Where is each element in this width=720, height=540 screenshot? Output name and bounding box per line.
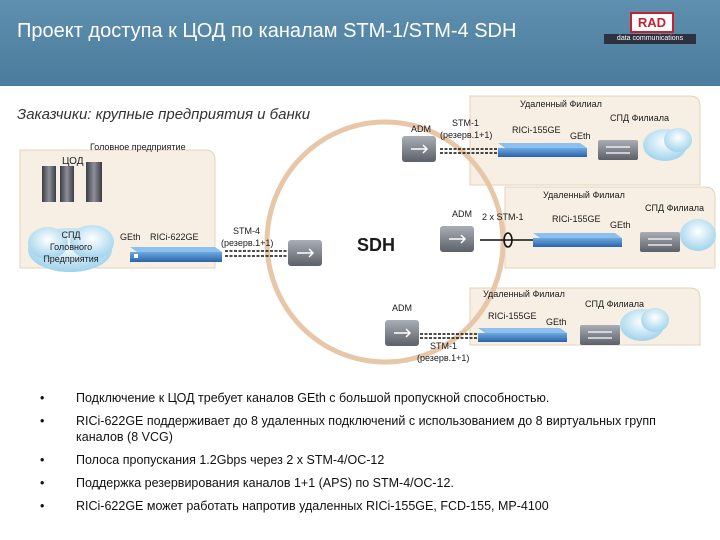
- branch1-device-label: RICi-155GE: [512, 125, 561, 135]
- list-item: • Полоса пропускания 1.2Gbps через 2 x S…: [40, 452, 690, 468]
- adm-icon-branch1: [402, 136, 436, 162]
- branch1-net: СПД Филиала: [610, 113, 669, 123]
- list-item: • Поддержка резервирования каналов 1+1 (…: [40, 475, 690, 491]
- rici-622ge-device: [130, 247, 222, 262]
- switch-icon-branch1: [598, 140, 638, 160]
- list-item: • RICi-622GE может работать напротив уда…: [40, 498, 690, 514]
- header-bar: Проект доступа к ЦОД по каналам STM-1/ST…: [0, 0, 720, 86]
- hq-device-label: RICi-622GE: [150, 232, 199, 242]
- branch2-link-label: 2 x STM-1: [482, 212, 524, 222]
- branch3-title: Удаленный Филиал: [483, 289, 565, 299]
- bullet-marker: •: [40, 453, 45, 467]
- list-item-text: Полоса пропускания 1.2Gbps через 2 x STM…: [76, 453, 385, 467]
- adm-icon-hq: [288, 240, 322, 266]
- branch1-link-label-1: STM-1: [452, 118, 479, 128]
- adm-icon-branch3: [385, 320, 419, 346]
- branch-cloud-icon-3: [620, 308, 669, 341]
- list-item-text: RICi-622GE поддерживает до 8 удаленных п…: [76, 414, 656, 444]
- branch-cloud-icon-2: [680, 219, 716, 251]
- list-item: • RICi-622GE поддерживает до 8 удаленных…: [40, 413, 690, 445]
- hq-cloud-label-1: СПД: [61, 230, 81, 240]
- branch3-geth-label: GEth: [546, 317, 567, 327]
- hq-cloud-icon: [28, 225, 114, 272]
- bullet-marker: •: [40, 414, 45, 428]
- hq-link-label-1: STM-4: [233, 226, 260, 236]
- adm-icon-branch2: [440, 226, 474, 252]
- branch3-link-label-1: STM-1: [430, 341, 457, 351]
- branch2-link-pair: [503, 232, 513, 248]
- server-icon: [42, 162, 102, 202]
- hq-cloud-label-2: Головного: [49, 242, 93, 252]
- sdh-label: SDH: [357, 235, 396, 255]
- branch3-device-label: RICi-155GE: [488, 311, 537, 321]
- branch2-title: Удаленный Филиал: [543, 190, 625, 200]
- network-diagram: [19, 95, 716, 365]
- branch-cloud-icon-1: [643, 128, 692, 161]
- bullet-marker: •: [40, 391, 45, 405]
- branch2-geth-label: GEth: [610, 220, 631, 230]
- rad-logo: RAD data communications: [604, 12, 696, 44]
- hq-geth-label: GEth: [120, 232, 141, 242]
- hq-link-label-2: (резерв.1+1): [221, 238, 274, 248]
- dc-label: ЦОД: [62, 156, 84, 167]
- branch3-link-label-2: (резерв.1+1): [417, 353, 470, 363]
- rici-155ge-device-1: [498, 143, 587, 157]
- branch3-net: СПД Филиала: [585, 299, 644, 309]
- branch1-title: Удаленный Филиал: [520, 99, 602, 109]
- list-item-text: Подключение к ЦОД требует каналов GEth с…: [76, 391, 550, 405]
- bullet-marker: •: [40, 476, 45, 490]
- branch1-geth-label: GEth: [570, 131, 591, 141]
- list-item-text: RICi-622GE может работать напротив удале…: [76, 499, 549, 513]
- branch-panel-1: [469, 95, 701, 186]
- rici-155ge-device-2: [533, 233, 622, 247]
- branch1-adm: ADM: [411, 124, 431, 134]
- list-item: • Подключение к ЦОД требует каналов GEth…: [40, 390, 690, 406]
- customers-subtitle: Заказчики: крупные предприятия и банки: [17, 106, 311, 123]
- logo-mark: RAD: [630, 12, 674, 33]
- branch2-net: СПД Филиала: [645, 203, 704, 213]
- branch2-adm: ADM: [452, 209, 472, 219]
- hq-cloud-label-3: Предприятия: [43, 254, 99, 264]
- bullet-marker: •: [40, 499, 45, 513]
- branch3-adm: ADM: [392, 303, 412, 313]
- switch-icon-branch3: [580, 325, 620, 345]
- feature-list: • Подключение к ЦОД требует каналов GEth…: [40, 390, 690, 521]
- hq-panel-label: Головное предприятие: [90, 142, 186, 152]
- switch-icon-branch2: [640, 232, 680, 252]
- logo-tagline: data communications: [604, 34, 696, 44]
- sdh-ring: [264, 119, 506, 365]
- rici-155ge-device-3: [478, 328, 567, 342]
- branch2-device-label: RICi-155GE: [552, 214, 601, 224]
- list-item-text: Поддержка резервирования каналов 1+1 (AP…: [76, 476, 454, 490]
- branch1-link-label-2: (резерв.1+1): [440, 130, 493, 140]
- page-title: Проект доступа к ЦОД по каналам STM-1/ST…: [17, 20, 517, 42]
